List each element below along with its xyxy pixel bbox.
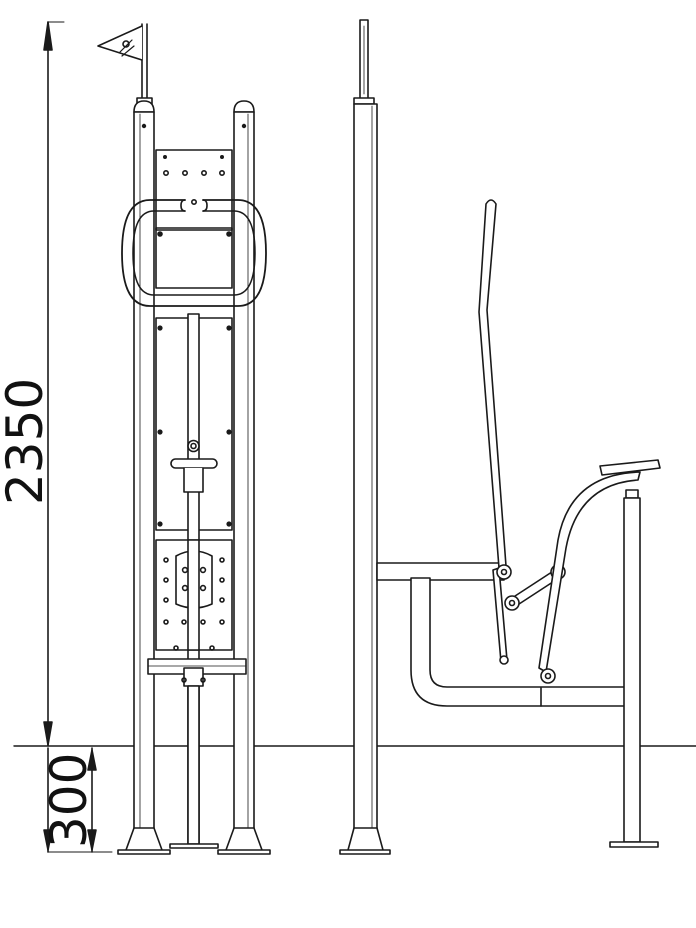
front-view xyxy=(97,23,271,855)
total-height-label: 2350 xyxy=(0,378,54,505)
below-ground-label: 300 xyxy=(40,753,98,848)
base-plates-front xyxy=(117,827,271,855)
handle-loop xyxy=(121,199,267,307)
right-post xyxy=(233,100,255,831)
dimension-below-ground xyxy=(43,747,113,853)
side-arm xyxy=(376,562,505,581)
lower-plate xyxy=(155,539,233,651)
back-support xyxy=(478,199,512,665)
top-plate xyxy=(155,149,233,231)
side-post xyxy=(339,19,391,855)
dimension-total-height xyxy=(43,21,65,746)
side-view xyxy=(339,19,661,855)
foot-lever xyxy=(538,459,661,684)
flag-icon xyxy=(97,23,153,105)
crossbar xyxy=(147,658,247,845)
left-post xyxy=(133,100,155,831)
side-support-post xyxy=(609,489,659,848)
